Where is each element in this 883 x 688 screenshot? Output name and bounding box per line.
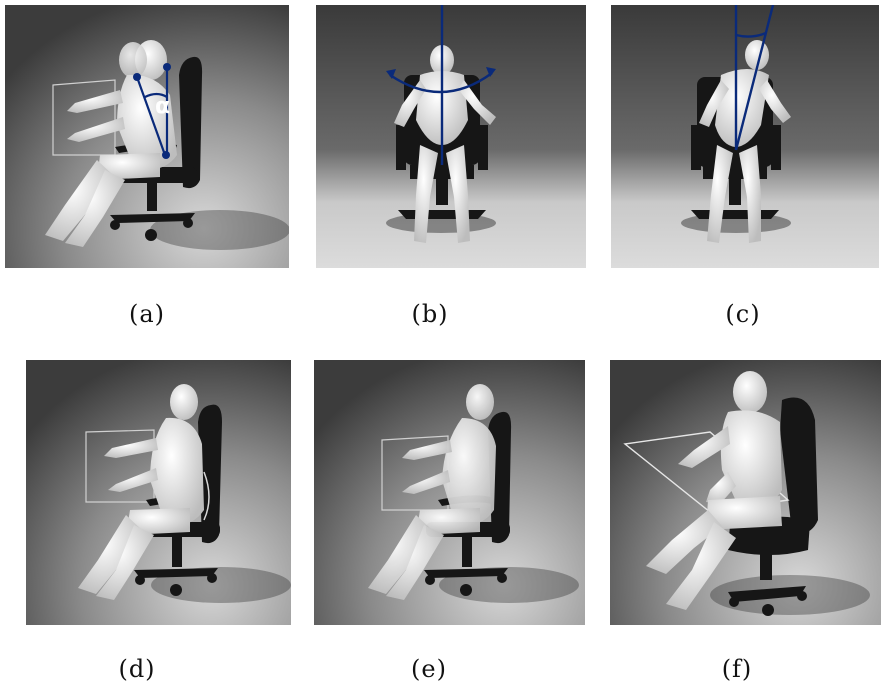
panel-a-side-view-alpha-angle: α [5,5,289,268]
caption-e: (e) [411,655,447,683]
panel-d-side-view [26,360,291,625]
panel-e-render [314,360,585,625]
caption-d: (d) [118,655,156,683]
panel-c-front-view-lateral-tilt [611,5,879,268]
caption-b: (b) [411,300,449,328]
panel-c-render [611,5,879,268]
panel-a-render: α [5,5,289,268]
panel-f-perspective-view [610,360,881,625]
panel-b-render [316,5,586,268]
panel-e-side-view [314,360,585,625]
caption-c: (c) [725,300,761,328]
caption-a: (a) [128,300,166,328]
panel-f-render [610,360,881,625]
alpha-angle-label: α [155,94,170,119]
panel-d-render [26,360,291,625]
panel-b-front-view-rotation [316,5,586,268]
caption-f: (f) [721,655,753,683]
